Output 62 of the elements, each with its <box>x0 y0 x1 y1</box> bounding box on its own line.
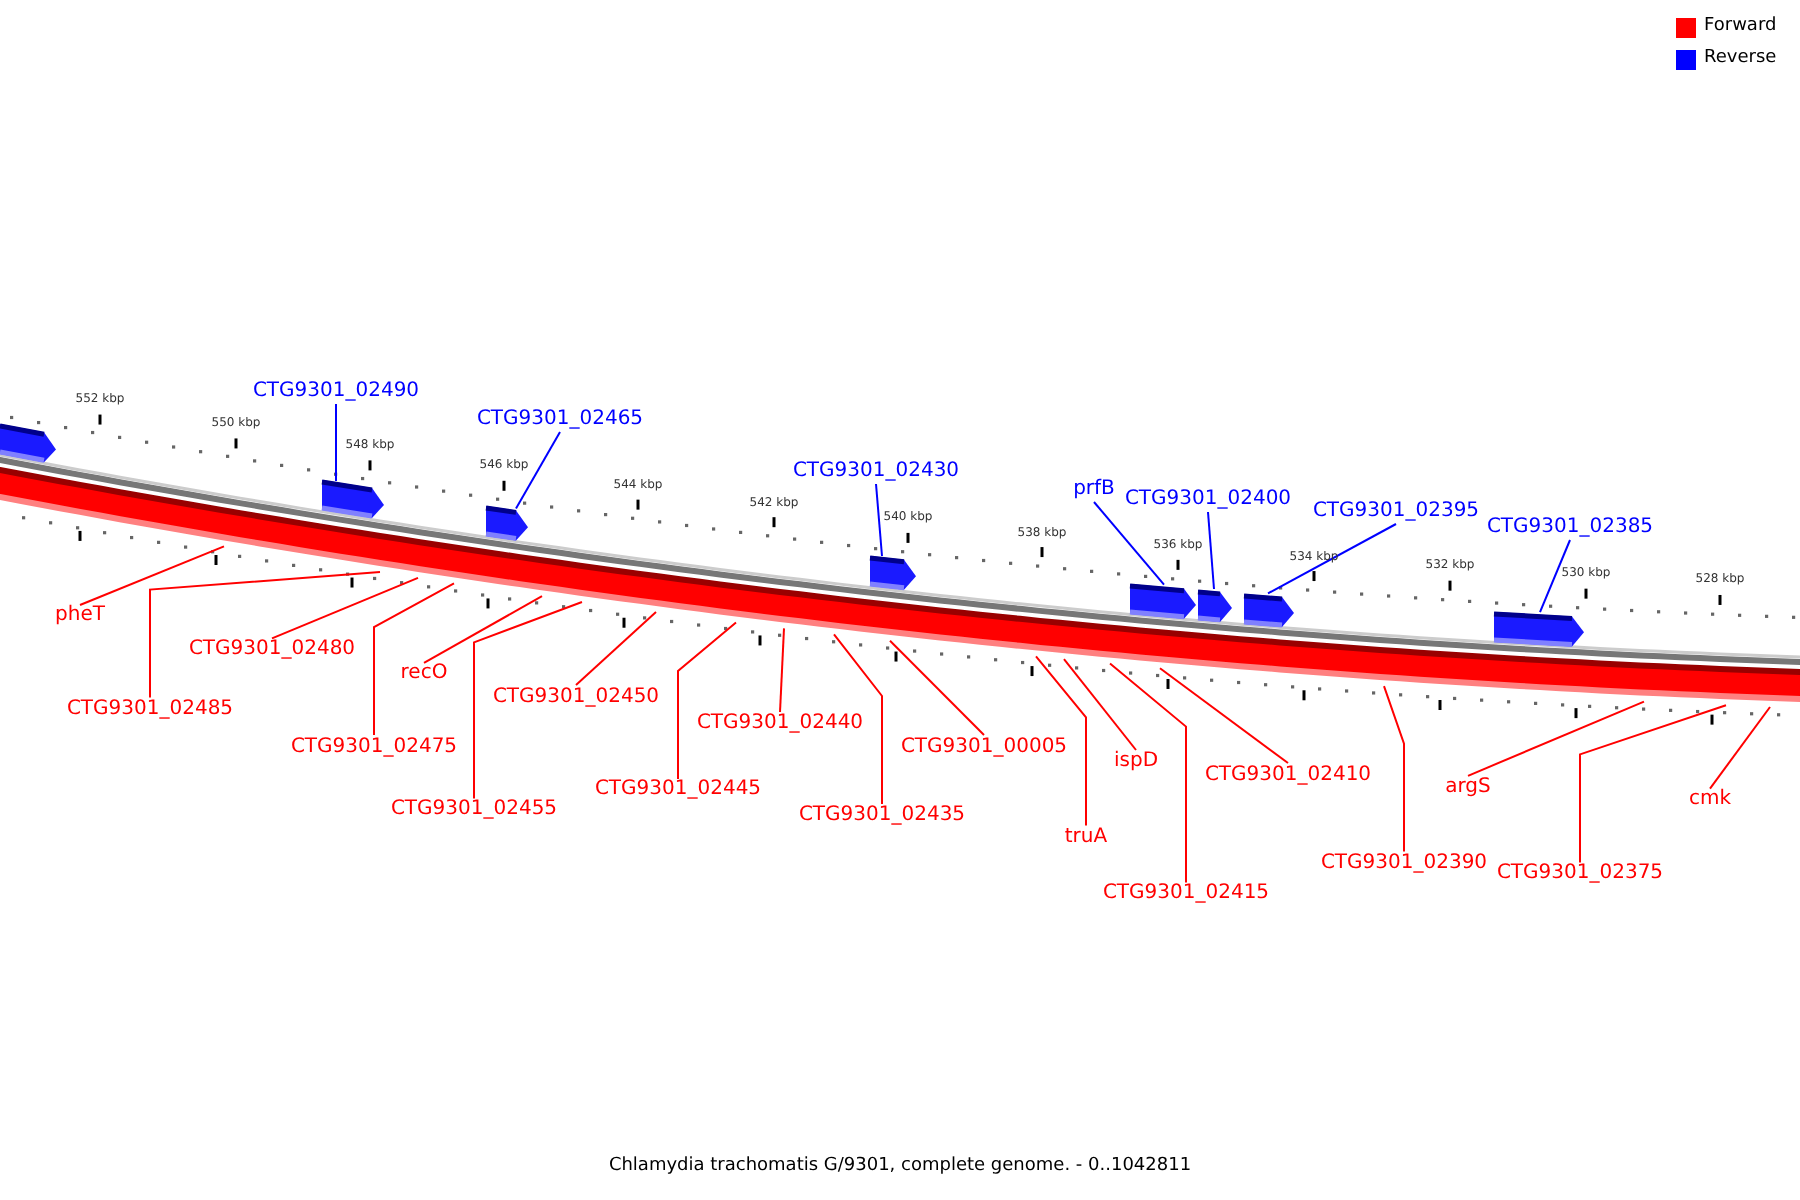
gene-label: CTG9301_02490 <box>252 380 420 404</box>
gene-feature-block <box>1198 589 1232 622</box>
gene-label: CTG9301_02455 <box>390 798 558 823</box>
gene-label: recO <box>400 662 448 687</box>
gene-label: CTG9301_02465 <box>476 408 644 432</box>
gene-feature-block <box>1244 593 1294 627</box>
leader-line <box>1035 655 1087 827</box>
caption: Chlamydia trachomatis G/9301, complete genome. - 0..1042811 <box>608 1156 1192 1178</box>
gene-label: argS <box>1445 775 1491 800</box>
leader-line <box>1093 501 1165 586</box>
gene-label: truA <box>1064 825 1108 850</box>
gene-label: CTG9301_02375 <box>1496 862 1664 887</box>
leader-line <box>1383 685 1405 853</box>
gene-feature-block <box>322 480 384 519</box>
leader-line <box>373 582 455 736</box>
leader-line <box>149 571 381 699</box>
legend-label: Reverse <box>1704 48 1777 70</box>
leader-line <box>1267 523 1397 595</box>
gene-label: CTG9301_02415 <box>1102 882 1270 907</box>
leader-line <box>875 483 883 557</box>
leader-line <box>473 601 583 800</box>
gene-label: CTG9301_02440 <box>696 711 864 736</box>
leader-line <box>833 633 883 805</box>
leader-line <box>575 611 657 686</box>
leader-line <box>335 403 337 482</box>
gene-label: CTG9301_02485 <box>66 697 234 722</box>
leader-line <box>1467 700 1645 777</box>
leader-line <box>677 621 737 780</box>
gene-label: CTG9301_02390 <box>1320 851 1488 876</box>
leader-line <box>423 595 543 664</box>
leader-line <box>1579 704 1727 864</box>
gene-feature-block <box>0 424 56 463</box>
gene-label: pheT <box>55 604 105 629</box>
leader-line <box>515 431 561 510</box>
gene-feature-block <box>486 506 528 541</box>
gene-label: CTG9301_02450 <box>492 685 660 710</box>
gene-feature-block <box>870 556 916 591</box>
leader-line <box>1539 539 1571 614</box>
gene-label: cmk <box>1688 788 1732 813</box>
legend-label: Forward <box>1704 16 1777 38</box>
gene-label: CTG9301_02445 <box>594 778 762 803</box>
gene-label: CTG9301_00005 <box>900 735 1068 760</box>
gene-label: CTG9301_02395 <box>1312 500 1480 524</box>
gene-label: prfB <box>1073 478 1115 502</box>
gene-label: CTG9301_02480 <box>188 638 356 663</box>
leader-line <box>1709 706 1771 790</box>
leader-line <box>79 545 225 606</box>
leader-line <box>1109 662 1187 884</box>
leader-line <box>1063 658 1137 751</box>
gene-label: CTG9301_02435 <box>798 803 966 828</box>
gene-feature-block <box>1494 611 1584 646</box>
gene-label: CTG9301_02385 <box>1486 516 1654 540</box>
leader-line <box>779 627 785 713</box>
gene-label: CTG9301_02410 <box>1204 763 1372 788</box>
leader-line <box>889 639 985 736</box>
leader-line <box>1159 667 1289 764</box>
gene-label: CTG9301_02430 <box>792 460 960 484</box>
gene-label: CTG9301_02400 <box>1124 488 1292 512</box>
gene-label: ispD <box>1113 750 1159 775</box>
gene-label: CTG9301_02475 <box>290 735 458 759</box>
leader-line <box>1207 511 1215 590</box>
leader-line <box>271 576 419 640</box>
